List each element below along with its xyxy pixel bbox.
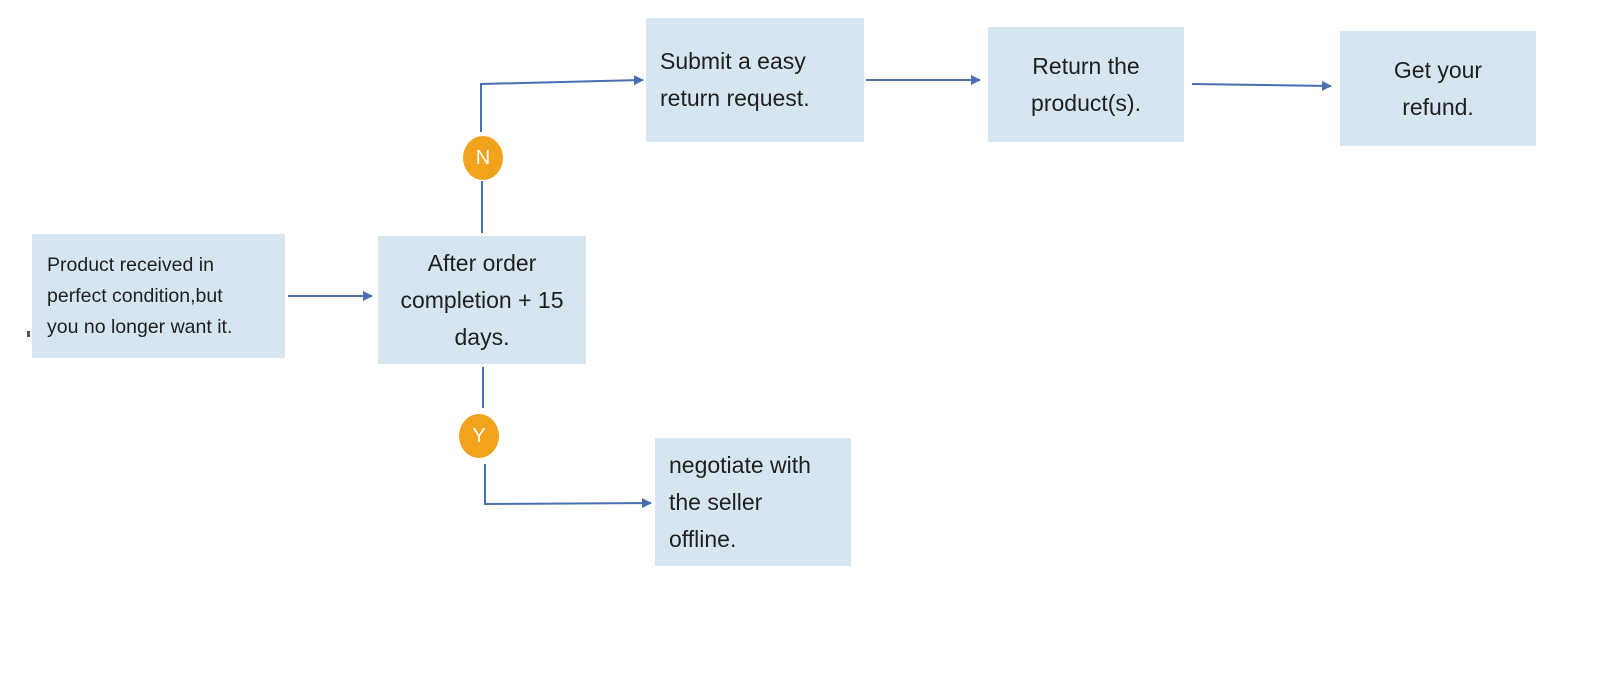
arrow-return-to-refund	[1191, 80, 1332, 91]
node-return: Return the product(s).	[988, 27, 1184, 142]
node-start-line-3: you no longer want it.	[47, 315, 233, 338]
arrow-y-to-negotiate	[484, 464, 652, 509]
node-submit-line-1: Submit a easy	[660, 48, 806, 74]
node-refund: Get your refund.	[1340, 31, 1536, 146]
node-start: Product received in perfect condition,bu…	[32, 234, 285, 358]
node-decision-line-1: After order	[427, 249, 537, 276]
arrow-n-to-submit	[480, 75, 644, 132]
node-return-line-2: product(s).	[1031, 89, 1141, 116]
stray-mark	[27, 331, 30, 337]
node-negotiate: negotiate with the seller offline.	[655, 438, 851, 566]
node-negotiate-line-2: the seller	[669, 488, 763, 515]
badge-yes: Y	[459, 414, 499, 458]
node-start-line-2: perfect condition,but	[47, 284, 223, 307]
node-submit: Submit a easy return request.	[646, 18, 864, 142]
node-decision-line-3: days.	[454, 323, 510, 350]
badge-no: N	[463, 136, 503, 180]
node-return-line-1: Return the	[1032, 52, 1140, 79]
node-refund-line-1: Get your	[1393, 56, 1483, 83]
node-submit-line-2: return request.	[660, 85, 810, 111]
node-start-line-1: Product received in	[47, 253, 214, 276]
node-decision: After order completion + 15 days.	[378, 236, 586, 364]
node-negotiate-line-1: negotiate with	[669, 451, 811, 478]
node-negotiate-line-3: offline.	[669, 525, 737, 552]
node-refund-line-2: refund.	[1402, 93, 1474, 120]
node-decision-line-2: completion + 15	[400, 286, 564, 313]
